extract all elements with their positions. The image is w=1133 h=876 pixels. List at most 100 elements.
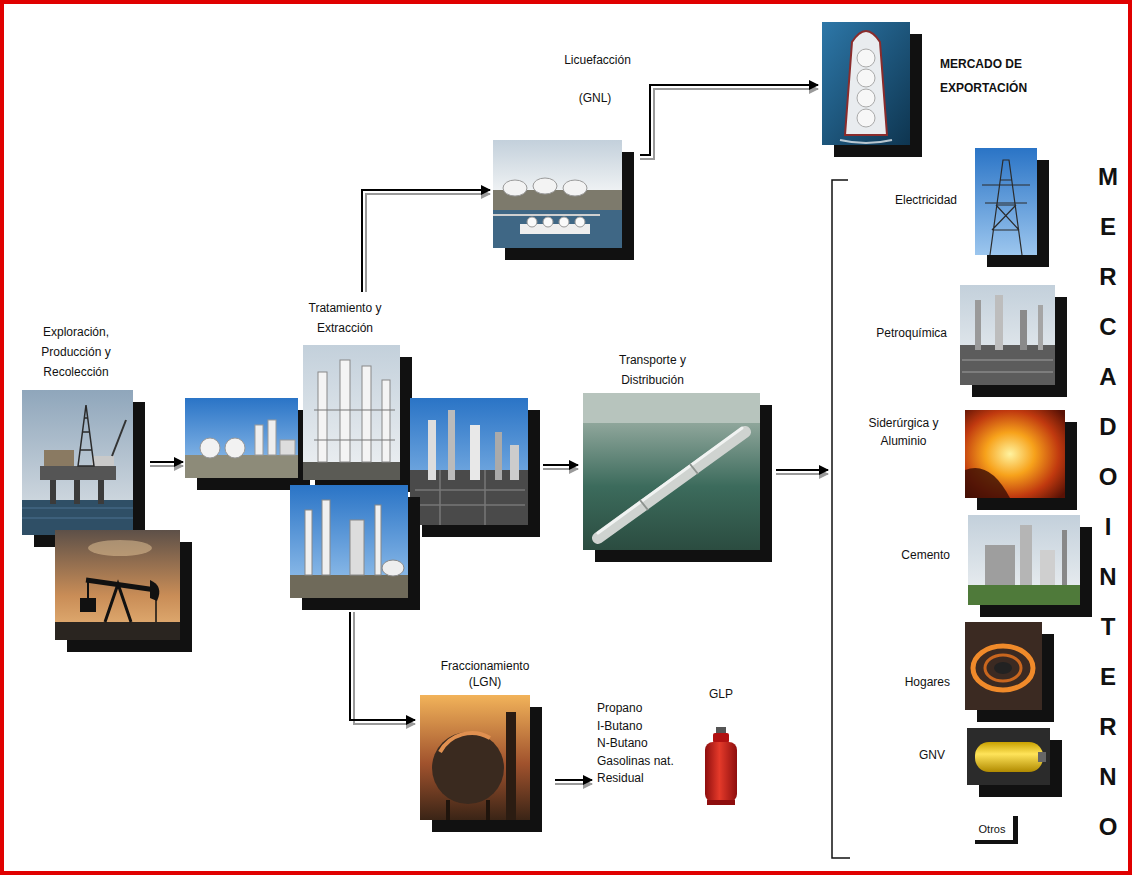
stage-node: Exploración, Producción y Recolección: [20, 318, 150, 550]
flow-arrow: [150, 462, 183, 466]
cement-plant-photo: [968, 585, 1080, 605]
others-mark: [1013, 816, 1018, 844]
sector-node: Hogares: [850, 618, 1055, 723]
petrochemical-photo: [995, 295, 1003, 350]
stage-label: Electricidad: [862, 190, 957, 210]
lng-ship-photo: [857, 69, 875, 87]
molten-metal-photo: [965, 468, 1010, 498]
stage-node: Fraccionamiento (LGN): [415, 655, 555, 840]
cement-plant-photo: [985, 545, 1015, 585]
lng-ship-photo: [822, 22, 910, 145]
lng-terminal-photo: [575, 217, 585, 227]
stage-label: Hogares: [850, 672, 950, 692]
flow-arrow-shadow: [150, 465, 183, 467]
stage-label: Exploración, Producción y Recolección: [35, 322, 117, 382]
pumpjack-photo: [80, 598, 96, 612]
offshore-rig-photo: [44, 450, 74, 466]
petrochemical-photo: [960, 285, 1055, 385]
treatment-towers-photo: [303, 345, 412, 492]
pipeline-photo: [598, 428, 742, 533]
petrochemical-photo: [962, 360, 1053, 372]
offshore-rig-photo: [98, 478, 104, 504]
stage-node: Transporte y Distribución: [578, 350, 776, 566]
refinery-photo: [510, 445, 519, 480]
pipeline-photo: [583, 393, 772, 562]
stove-burner-photo: [985, 655, 1021, 681]
product-node: GLP: [695, 680, 747, 810]
pipeline-photo: [640, 464, 698, 510]
offshore-rig-photo: [78, 405, 94, 466]
lng-ship-photo: [857, 109, 875, 127]
processing-plant-photo: [375, 505, 381, 575]
pumpjack-photo: [87, 582, 89, 600]
product-name: Gasolinas nat.: [597, 753, 677, 771]
processing-plant-photo: [290, 485, 420, 610]
petrochemical-photo: [960, 285, 1067, 397]
product-name: Residual: [597, 770, 677, 788]
gas-plant-photo: [185, 398, 298, 478]
gas-plant-photo: [268, 420, 276, 455]
sector-node: Otros: [960, 810, 1025, 850]
offshore-rig-photo: [92, 456, 114, 466]
pumpjack-photo: [105, 584, 131, 622]
stage-label: Fraccionamiento (LGN): [430, 658, 540, 690]
processing-plant-photo: [350, 520, 364, 575]
petrochemical-photo: [1038, 305, 1043, 350]
offshore-rig-photo: [40, 466, 116, 480]
stage-node: Tratamiento y Extracción: [183, 292, 543, 612]
cement-plant-photo: [1020, 525, 1032, 585]
lng-terminal-photo: [527, 217, 537, 227]
processing-plant-photo: [322, 500, 330, 575]
offshore-rig-photo: [22, 390, 145, 547]
flow-arrow: [640, 85, 818, 159]
cng-cylinder-photo: [1038, 752, 1046, 762]
treatment-towers-photo: [362, 366, 371, 462]
fractionation-photo: [506, 712, 516, 820]
stage-label: (GNL): [560, 88, 630, 108]
flow-arrow-shadow: [543, 468, 578, 470]
lpg-cylinder: [705, 742, 737, 802]
pumpjack-photo: [155, 600, 157, 622]
stage-label: GNV: [850, 745, 945, 765]
offshore-rig-photo: [22, 390, 133, 535]
lng-ship-photo: [822, 22, 922, 157]
pumpjack-photo: [150, 580, 159, 601]
treatment-towers-photo: [303, 462, 400, 480]
sector-label: Siderúrgica y Aluminio: [855, 414, 952, 450]
gas-plant-photo: [200, 438, 220, 458]
flow-arrow-line: [150, 461, 183, 463]
lng-ship-photo: [845, 31, 887, 135]
lng-ship-photo: [840, 140, 892, 143]
flow-arrow-shadow: [354, 612, 415, 724]
sector-node: Electricidad: [855, 145, 1050, 270]
gas-plant-photo: [185, 455, 298, 478]
connector-layer: [150, 85, 828, 784]
lng-ship-photo: [857, 89, 875, 107]
lng-terminal-photo: [559, 217, 569, 227]
cement-plant-photo: [1040, 550, 1055, 585]
flow-arrow-shadow: [366, 194, 490, 292]
gas-plant-photo: [225, 438, 245, 458]
flow-arrow-shadow: [555, 783, 592, 785]
cement-plant-photo: [968, 515, 1080, 605]
lng-terminal-photo: [493, 210, 622, 248]
fractionation-photo: [440, 733, 490, 752]
cement-plant-photo: [1062, 530, 1067, 585]
market-group: MERCADO INTERNOElectricidadPetroquímicaS…: [828, 140, 1128, 865]
pumpjack-photo: [86, 580, 156, 590]
offshore-rig-photo: [112, 420, 126, 456]
market-label: MERCADO DE EXPORTACIÓN: [940, 52, 1060, 100]
flow-arrow-line: [362, 190, 490, 292]
lpg-cylinder: [705, 727, 737, 805]
product-name: N-Butano: [597, 735, 677, 753]
stage-node: Licuefacción(GNL): [490, 48, 640, 266]
lng-terminal-photo: [493, 140, 634, 260]
processing-plant-photo: [382, 560, 404, 576]
molten-metal-photo: [965, 410, 1065, 498]
refinery-photo: [428, 420, 436, 480]
stage-label: Petroquímica: [850, 323, 947, 343]
fractionation-photo: [420, 695, 530, 820]
